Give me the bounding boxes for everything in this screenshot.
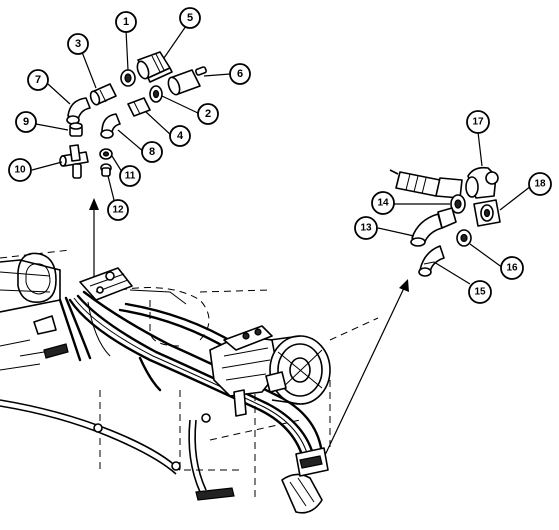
vehicle-underbody-assembly (0, 249, 379, 514)
part-9-nut (69, 122, 83, 137)
callout-3-text: 3 (75, 38, 81, 50)
callout-14: 14 (371, 191, 395, 215)
callout-18: 18 (528, 172, 552, 196)
callout-18-text: 18 (534, 179, 546, 190)
callout-16-text: 16 (506, 263, 518, 274)
callout-3: 3 (67, 33, 89, 55)
part-10-tee (59, 144, 89, 179)
left-leader-lines (31, 25, 231, 201)
callout-1: 1 (115, 11, 137, 33)
callout-17: 17 (466, 110, 490, 134)
part-15-elbow (418, 245, 445, 277)
part-6-coupling (167, 66, 207, 96)
callout-16: 16 (500, 256, 524, 280)
right-leader-lines (377, 131, 532, 285)
callout-6: 6 (229, 63, 251, 85)
callout-13: 13 (354, 216, 378, 240)
callout-12: 12 (107, 199, 129, 221)
callout-7-text: 7 (35, 74, 41, 86)
callout-10: 10 (8, 158, 32, 182)
part-14-nut (450, 194, 466, 214)
callout-6-text: 6 (237, 68, 243, 80)
part-3-adapter (89, 83, 117, 106)
part-4-adapter (127, 97, 151, 117)
part-13-elbow (410, 207, 457, 247)
callout-2: 2 (197, 103, 219, 125)
pump-body (209, 325, 331, 417)
part-12-plug (100, 163, 112, 177)
callout-4: 4 (169, 125, 191, 147)
callout-4-text: 4 (177, 130, 184, 142)
right-exploded-fittings (389, 166, 501, 277)
callout-7: 7 (27, 69, 49, 91)
part-11-nut (99, 148, 113, 160)
part-16-nut (456, 229, 472, 247)
part-5-coupling (136, 51, 173, 83)
callout-8: 8 (141, 141, 163, 163)
callout-15-text: 15 (474, 287, 486, 298)
callout-11-text: 11 (125, 171, 136, 182)
callout-5: 5 (179, 7, 201, 29)
callout-9: 9 (15, 111, 37, 133)
callout-12-text: 12 (112, 205, 124, 216)
callout-10-text: 10 (14, 165, 26, 176)
hose-end (389, 169, 463, 199)
part-1-nut (120, 69, 136, 87)
callout-11: 11 (119, 165, 141, 187)
part-2-nut (149, 85, 163, 103)
left-exploded-fittings (59, 51, 207, 179)
callout-1-text: 1 (123, 16, 129, 28)
part-18-adapter (473, 199, 501, 227)
part-17-elbow (465, 166, 499, 199)
callout-2-text: 2 (205, 108, 211, 120)
callout-5-text: 5 (187, 12, 193, 24)
callout-13-text: 13 (360, 223, 372, 234)
part-8-elbow (100, 113, 121, 139)
callout-15: 15 (468, 280, 492, 304)
callout-labels: 1 2 3 4 5 6 7 8 9 10 11 12 13 14 15 16 1… (8, 7, 552, 304)
part-7-elbow (66, 97, 91, 125)
callout-17-text: 17 (472, 117, 484, 128)
callout-14-text: 14 (377, 198, 389, 209)
callout-9-text: 9 (23, 116, 29, 128)
callout-8-text: 8 (149, 146, 155, 158)
